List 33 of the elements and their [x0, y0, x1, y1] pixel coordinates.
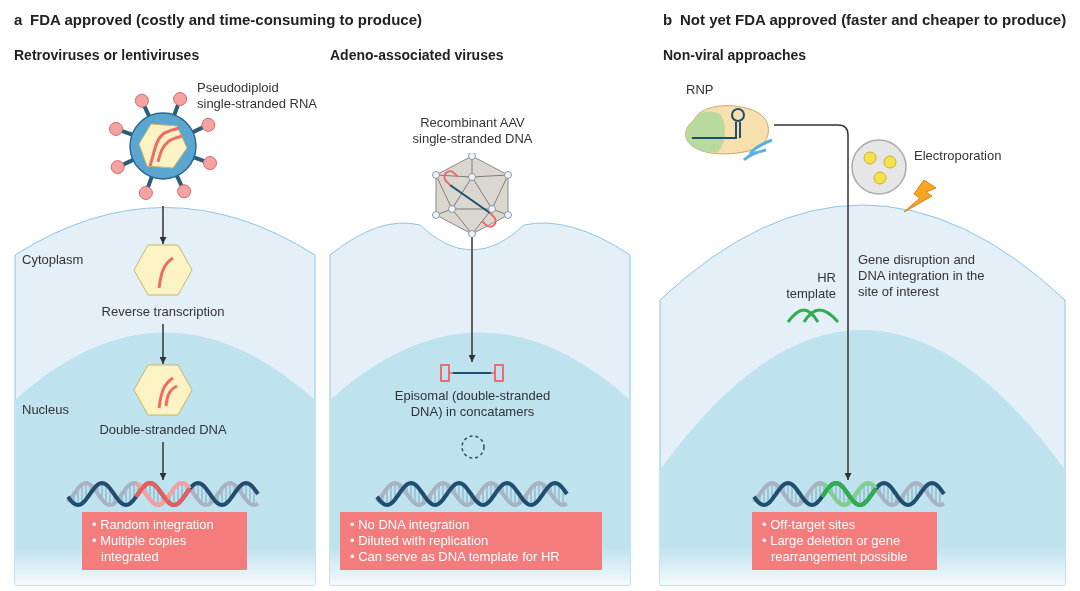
note-box	[82, 512, 247, 570]
panel-letter: a	[14, 12, 23, 28]
arrow	[773, 124, 852, 481]
panel-letter: b	[663, 12, 673, 28]
section-heading: Adeno-associated viruses	[330, 47, 504, 63]
arrow	[159, 441, 167, 481]
list-item: • Multiple copies integrated	[92, 533, 188, 565]
note-box	[752, 512, 937, 570]
caption-text: Episomal (double-stranded DNA) in concatamers	[393, 388, 552, 420]
list-item: • Off-target sites	[762, 517, 857, 533]
region-label: Nucleus	[22, 402, 69, 418]
list-item: • Random integration	[92, 517, 215, 533]
caption-text: HR template	[785, 270, 836, 302]
caption-text: RNP	[686, 82, 715, 98]
panel-heading: Not yet FDA approved (faster and cheaper to produce)	[680, 12, 1067, 28]
arrow	[159, 323, 167, 365]
list-item: • Large deletion or gene rearrangement possible	[762, 533, 909, 565]
caption-text: Reverse transcription	[100, 304, 226, 320]
caption-text: Double-stranded DNA	[98, 422, 228, 438]
caption-text: Pseudodiploid single-stranded RNA	[197, 80, 318, 112]
caption-text: Electroporation	[914, 148, 1002, 164]
list-item: • Diluted with replication	[350, 533, 490, 549]
list-item: • Can serve as DNA template for HR	[350, 549, 561, 565]
caption-text: Recombinant AAV single-stranded DNA	[411, 115, 534, 147]
panel-heading: FDA approved (costly and time-consuming to produce)	[30, 12, 422, 28]
section-heading: Retroviruses or lentiviruses	[14, 47, 200, 63]
region-label: Cytoplasm	[22, 252, 84, 268]
arrow	[159, 205, 167, 245]
edge-label: Gene disruption and DNA integration in the site of interest	[858, 252, 986, 300]
note-box	[340, 512, 602, 570]
section-heading: Non-viral approaches	[663, 47, 807, 63]
arrow	[468, 236, 476, 363]
list-item: • No DNA integration	[350, 517, 471, 533]
